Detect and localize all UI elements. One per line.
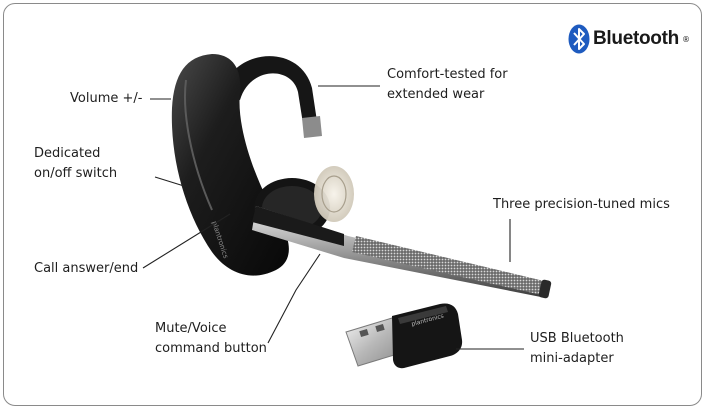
callout-usb-line1: USB Bluetooth bbox=[530, 331, 624, 346]
callout-mute-line2: command button bbox=[155, 341, 267, 356]
leader-answer bbox=[142, 213, 231, 269]
callout-onoff-line1: Dedicated bbox=[34, 146, 101, 161]
callout-onoff-line2: on/off switch bbox=[34, 166, 118, 181]
bluetooth-wordmark: Bluetooth bbox=[593, 28, 679, 49]
registered-mark: ® bbox=[681, 34, 690, 44]
callout-comfort-line2: extended wear bbox=[387, 87, 485, 102]
callout-mics: Three precision-tuned mics bbox=[493, 197, 670, 212]
callout-comfort-line1: Comfort-tested for bbox=[387, 67, 508, 82]
ear-hook bbox=[222, 56, 318, 130]
usb-adapter: plantronics bbox=[345, 303, 463, 369]
ear-tip bbox=[314, 166, 354, 222]
headset-body bbox=[171, 54, 289, 276]
leader-mute bbox=[267, 253, 321, 344]
callout-mute-line1: Mute/Voice bbox=[155, 321, 227, 336]
bluetooth-rune-icon bbox=[568, 24, 590, 54]
callout-usb-line2: mini-adapter bbox=[530, 351, 614, 366]
leader-onoff bbox=[154, 176, 185, 187]
callout-volume: Volume +/- bbox=[70, 91, 143, 106]
leader-lines bbox=[142, 85, 524, 350]
bluetooth-logo: Bluetooth® bbox=[568, 22, 690, 56]
callout-answer: Call answer/end bbox=[34, 261, 139, 276]
